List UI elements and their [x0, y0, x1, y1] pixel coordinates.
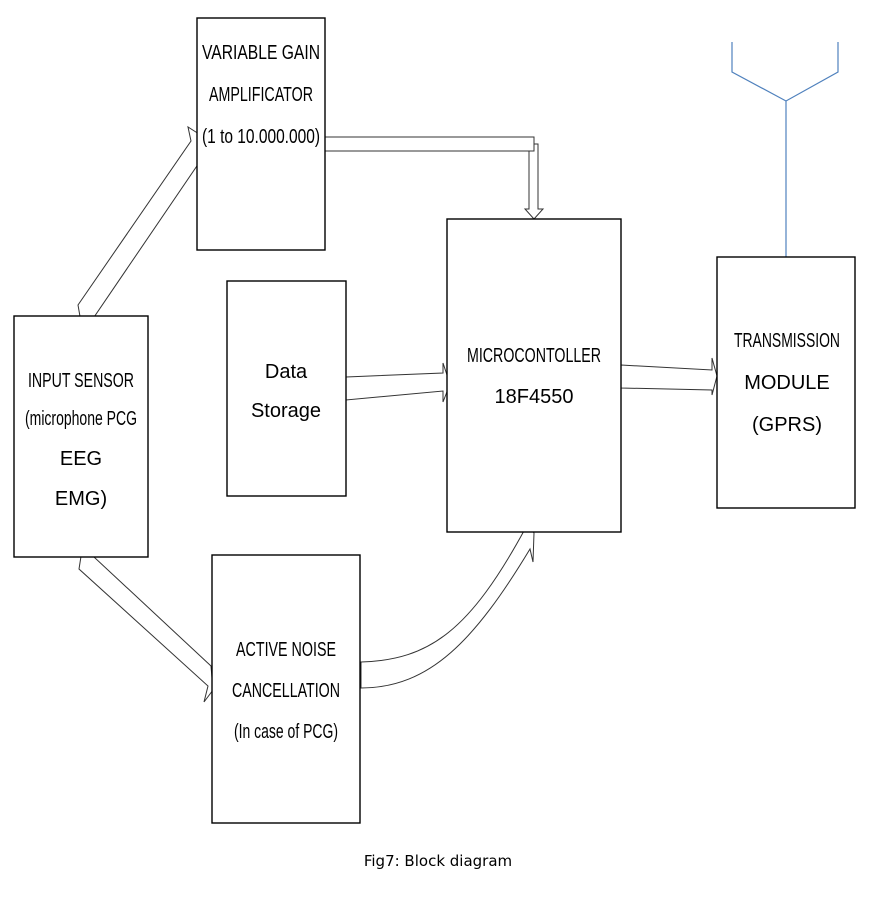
label-line: VARIABLE GAIN: [202, 42, 320, 64]
label-data-storage: Data Storage: [251, 361, 321, 422]
label-line: Storage: [251, 400, 321, 422]
arrow-storage-to-mcu: [345, 362, 451, 403]
block-active-noise-cancellation: [211, 554, 361, 824]
label-line: EMG): [55, 488, 107, 510]
label-active-noise-cancellation: ACTIVE NOISE CANCELLATION (In case of PC…: [232, 639, 340, 743]
block-microcontroller: [446, 218, 622, 533]
label-line: TRANSMISSION: [734, 330, 840, 352]
label-line: Data: [265, 361, 308, 383]
label-line: CANCELLATION: [232, 680, 340, 702]
label-transmission-module: TRANSMISSION MODULE (GPRS): [734, 330, 840, 436]
arrow-anc-to-mcu: [360, 515, 535, 689]
block-data-storage: [226, 280, 347, 497]
arrow-mcu-to-tx: [620, 357, 718, 396]
arrow-vga-to-mcu-head: [523, 143, 545, 220]
label-line: EEG: [60, 448, 102, 470]
figure-caption: Fig7: Block diagram: [363, 852, 513, 870]
block-variable-gain-amplifier: [196, 17, 326, 251]
label-line: MODULE: [744, 372, 830, 394]
antenna-icon: [731, 42, 839, 257]
label-line: (In case of PCG): [234, 721, 338, 743]
label-line: (microphone PCG: [25, 408, 137, 430]
block-transmission-module: [716, 256, 856, 509]
label-microcontroller: MICROCONTOLLER 18F4550: [467, 345, 601, 408]
label-line: MICROCONTOLLER: [467, 345, 601, 367]
label-line: INPUT SENSOR: [28, 370, 134, 392]
label-variable-gain-amplifier: VARIABLE GAIN AMPLIFICATOR (1 to 10.000.…: [202, 42, 320, 148]
label-line: (1 to 10.000.000): [202, 126, 320, 148]
label-line: 18F4550: [495, 386, 574, 408]
label-line: ACTIVE NOISE: [236, 639, 336, 661]
label-input-sensor: INPUT SENSOR (microphone PCG EEG EMG): [25, 370, 137, 510]
block-input-sensor: [13, 315, 149, 558]
arrow-vga-to-mcu: [324, 136, 535, 152]
arrow-input-to-vga: [77, 125, 204, 329]
label-line: (GPRS): [752, 414, 822, 436]
arrow-input-to-anc: [78, 549, 214, 703]
label-line: AMPLIFICATOR: [209, 84, 313, 106]
